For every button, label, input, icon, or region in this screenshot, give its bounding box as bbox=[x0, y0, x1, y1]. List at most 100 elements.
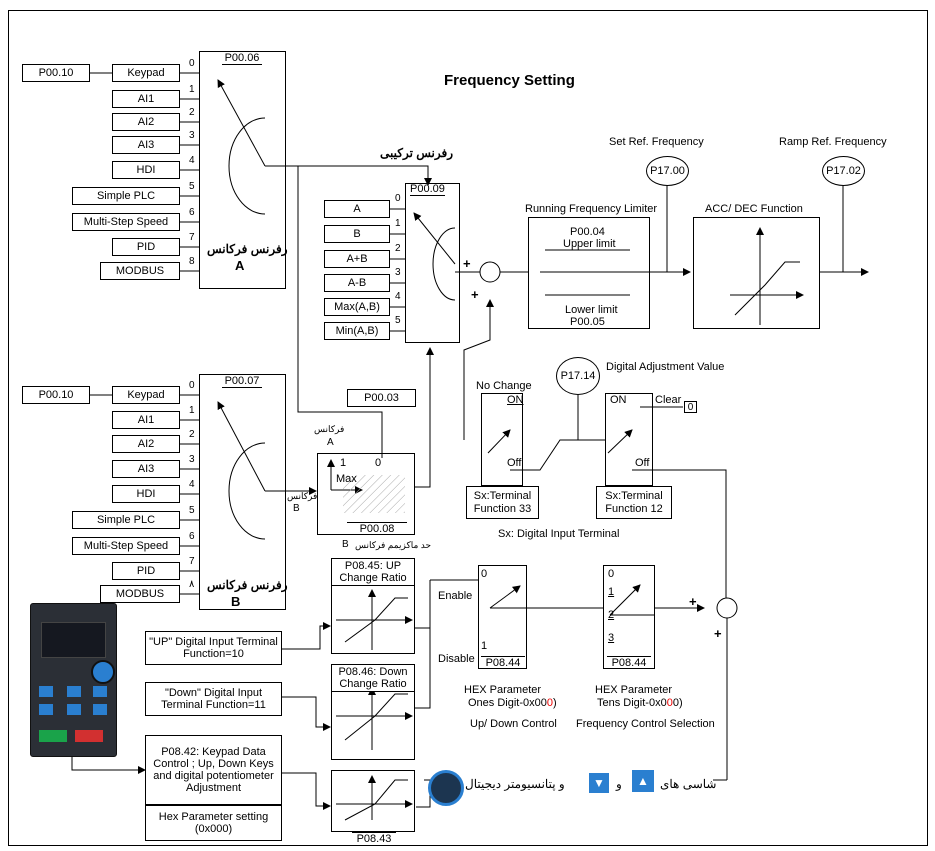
combo-switch-box bbox=[405, 183, 460, 343]
clear-on: ON bbox=[610, 394, 627, 406]
source-input: PID bbox=[112, 238, 180, 256]
maxbox-max: Max bbox=[336, 473, 357, 485]
source-input-num: 5 bbox=[189, 505, 195, 516]
combo-option-num: 4 bbox=[395, 291, 401, 302]
source-input: Keypad bbox=[112, 386, 180, 404]
source-input: Multi-Step Speed bbox=[72, 213, 180, 231]
down-input-box: "Down" Digital Input Terminal Function=1… bbox=[145, 682, 282, 716]
source-input-num: 1 bbox=[189, 405, 195, 416]
updown-hex2-pre: Ones Digit-0x00 bbox=[468, 697, 547, 709]
maxbox-top-param: P00.03 bbox=[347, 389, 416, 407]
down-key-icon: ▼ bbox=[589, 773, 609, 793]
clear-switch bbox=[605, 393, 653, 486]
bottom-fa-1: شاسی های bbox=[660, 777, 716, 791]
source-input-num: 7 bbox=[189, 232, 195, 243]
up-input-box: "UP" Digital Input Terminal Function=10 bbox=[145, 631, 282, 665]
sum1-plus-b: + bbox=[471, 287, 479, 302]
fcs-caption: Frequency Control Selection bbox=[576, 718, 715, 730]
limiter-upper-param: P00.04 bbox=[570, 226, 605, 238]
combo-header: P00.09 bbox=[410, 183, 445, 196]
keypad-knob bbox=[91, 660, 115, 684]
combo-option: A+B bbox=[324, 250, 390, 268]
fcs-num: 1 bbox=[608, 586, 614, 598]
src-a-param: P00.10 bbox=[22, 64, 90, 82]
combo-option: A-B bbox=[324, 274, 390, 292]
combo-option-num: 5 bbox=[395, 315, 401, 326]
disable-label: Disable bbox=[438, 653, 475, 665]
source-input-num: 5 bbox=[189, 181, 195, 192]
clear-terminal: Sx:Terminal Function 12 bbox=[596, 486, 672, 519]
source-input-num: 4 bbox=[189, 155, 195, 166]
source-input-num: 7 bbox=[189, 556, 195, 567]
ramp-ref-param: P17.02 bbox=[822, 156, 865, 186]
potentiometer-icon bbox=[428, 770, 464, 806]
limiter-upper: Upper limit bbox=[563, 238, 616, 250]
source-input-num: 6 bbox=[189, 207, 195, 218]
keypad-run-key bbox=[39, 730, 67, 742]
source-input: Simple PLC bbox=[72, 187, 180, 205]
ramp-ref-label: Ramp Ref. Frequency bbox=[779, 136, 887, 148]
maxbox-zero: 0 bbox=[375, 457, 381, 469]
sum2-plus-a: + bbox=[689, 594, 697, 609]
source-input: AI3 bbox=[112, 460, 180, 478]
fcs-hex2-post: 0) bbox=[673, 697, 683, 709]
hex-setting-box: Hex Parameter setting (0x000) bbox=[145, 805, 282, 841]
maxbox-freq-b-fa: فرکانس bbox=[287, 491, 317, 502]
digital-adj-param: P17.14 bbox=[556, 357, 600, 395]
src-b-header: P00.07 bbox=[222, 375, 262, 388]
combo-option: A bbox=[324, 200, 390, 218]
bottom-fa-2: و bbox=[616, 777, 622, 791]
fcs-num: 2 bbox=[608, 609, 614, 621]
source-input: MODBUS bbox=[100, 262, 180, 280]
diagram-title: Frequency Setting bbox=[444, 72, 575, 89]
source-input-num: 2 bbox=[189, 429, 195, 440]
set-ref-label: Set Ref. Frequency bbox=[609, 136, 704, 148]
combined-label: رفرنس ترکیبی bbox=[380, 146, 453, 160]
updown-caption: Up/ Down Control bbox=[470, 718, 557, 730]
up-ratio-title: P08.45: UP Change Ratio bbox=[331, 558, 415, 586]
src-b-label-fa: رفرنس فرکانس bbox=[207, 578, 288, 592]
sum2-plus-b: + bbox=[714, 626, 722, 641]
maxbox-caption-letter: B bbox=[342, 539, 349, 550]
maxbox-bottom-param: P00.08 bbox=[347, 522, 407, 535]
limiter-title: Running Frequency Limiter bbox=[525, 203, 657, 215]
updown-zero: 0 bbox=[481, 568, 487, 580]
clear-off: Off bbox=[635, 457, 649, 469]
fcs-param: P08.44 bbox=[607, 656, 651, 669]
accdec-box bbox=[693, 217, 820, 329]
no-change-off: Off bbox=[507, 457, 521, 469]
source-input: AI1 bbox=[112, 90, 180, 108]
source-input: Keypad bbox=[112, 64, 180, 82]
source-input: PID bbox=[112, 562, 180, 580]
accdec-title: ACC/ DEC Function bbox=[705, 203, 803, 215]
set-ref-param: P17.00 bbox=[646, 156, 689, 186]
keypad-display bbox=[41, 622, 106, 658]
keypad-key bbox=[93, 704, 107, 715]
combo-option: Min(A,B) bbox=[324, 322, 390, 340]
src-a-label-fa: رفرنس فرکانس bbox=[207, 242, 288, 256]
bottom-fa-3: و پتانسیومتر دیجیتال bbox=[465, 777, 565, 791]
maxbox-one: 1 bbox=[340, 457, 346, 469]
maxbox-freq-a: A bbox=[327, 437, 334, 448]
maxbox-freq-a-fa: فرکانس bbox=[314, 424, 344, 435]
source-input: HDI bbox=[112, 161, 180, 179]
updown-switch-box bbox=[478, 565, 527, 669]
maxbox-freq-b: B bbox=[293, 503, 300, 514]
sx-note: Sx: Digital Input Terminal bbox=[498, 528, 619, 540]
updown-hex2-post: ) bbox=[553, 697, 557, 709]
source-input-num: 0 bbox=[189, 380, 195, 391]
updown-param: P08.44 bbox=[481, 656, 525, 669]
source-input: Simple PLC bbox=[72, 511, 180, 529]
keypad-stop-key bbox=[75, 730, 103, 742]
no-change-switch bbox=[481, 393, 523, 486]
limiter-lower-param: P00.05 bbox=[570, 316, 605, 328]
source-input-num: ٨ bbox=[189, 579, 194, 590]
keypad-control-box: P08.42: Keypad Data Control ; Up, Down K… bbox=[145, 735, 282, 805]
source-input: AI3 bbox=[112, 136, 180, 154]
keypad-key bbox=[67, 686, 81, 697]
no-change-on: ON bbox=[507, 394, 524, 406]
keypad-key bbox=[39, 686, 53, 697]
combo-option-num: 3 bbox=[395, 267, 401, 278]
p0843-label: P08.43 bbox=[352, 832, 396, 845]
